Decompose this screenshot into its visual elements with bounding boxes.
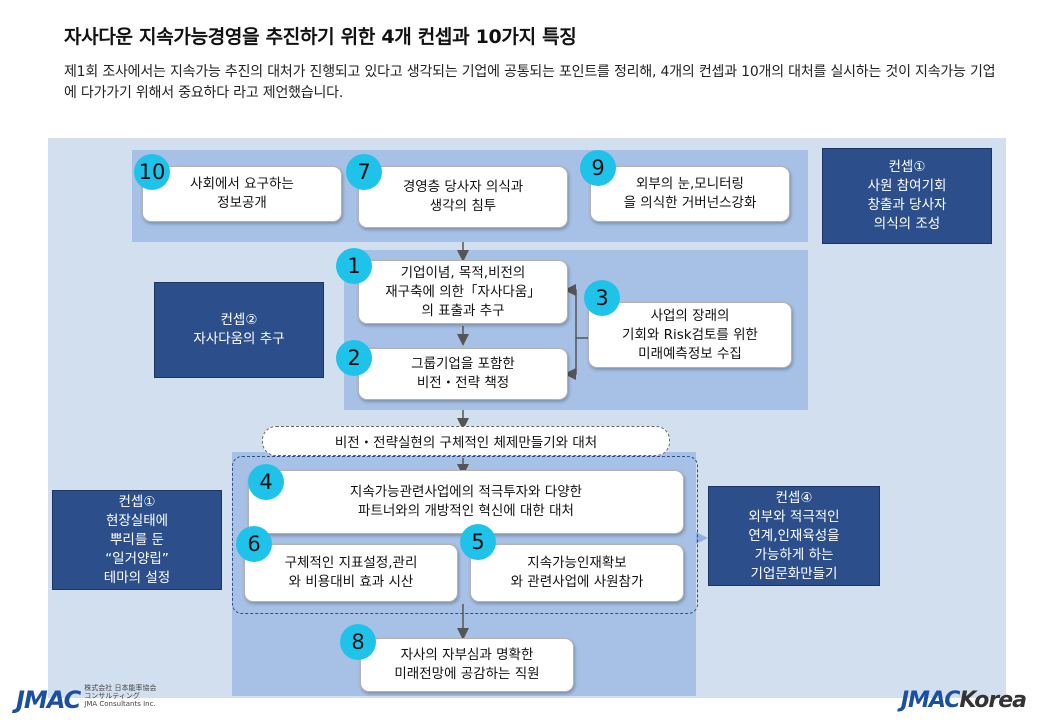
item-5-text: 지속가능인재확보 와 관련사업에 사원참가 [510,555,644,590]
item-4-box: 지속가능관련사업에의 적극투자와 다양한 파트너와의 개방적인 혁신에 대한 대… [248,470,684,534]
jmac-logo-left: JMAC 株式会社 日本能率協会 コンサルティング JMA Consultant… [16,684,157,714]
item-10-text: 사회에서 요구하는 정보공개 [190,176,294,211]
jmac-korea-logo-a: JMAC [900,688,961,713]
jmac-logo-sub2: コンサルティング [84,692,140,700]
page-title: 자사다운 지속가능경영을 추진하기 위한 4개 컨셉과 10가지 특징 [64,26,577,48]
concept-mid-left-line: 자사다움의 추구 [193,331,285,347]
item-3-box: 사업의 장래의 기회와 Risk검토를 위한 미래예측정보 수집 [588,302,792,368]
item-2-box: 그룹기업을 포함한 비전・전략 책정 [358,348,568,400]
item-7-badge: 7 [346,154,382,190]
concept-bottom-right: 컨셉④ 외부와 적극적인 연계,인재육성을 가능하게 하는 기업문화만들기 [708,486,880,586]
implementation-group [232,456,698,614]
jmac-korea-logo: JMACKorea [900,688,1027,713]
concept-top-right-line: 의식의 조성 [873,216,941,232]
concept-top-right: 컨셉① 사원 참여기회 창출과 당사자 의식의 조성 [822,148,992,244]
concept-top-right-line: 사원 참여기회 [867,178,947,194]
item-6-badge: 6 [236,526,272,562]
concept-bottom-left-line: 뿌리를 둔 [110,531,164,548]
concept-bottom-left-line: 현장실태에 [105,512,169,529]
item-6-box: 구체적인 지표설정,관리 와 비용대비 효과 시산 [244,544,458,602]
concept-top-right-line: 컨셉① [888,159,926,175]
concept-mid-left-line: 컨셉② [220,312,258,328]
item-1-box: 기업이념, 목적,비전의 재구축에 의한「자사다움」 의 표출과 추구 [358,260,568,324]
concept-top-right-line: 창출과 당사자 [867,197,947,213]
item-9-box: 외부의 눈,모니터링 을 의식한 거버넌스강화 [590,166,790,222]
item-5-box: 지속가능인재확보 와 관련사업에 사원참가 [470,544,684,602]
jmac-logo-sub3: JMA Consultants Inc. [84,700,156,708]
concept-bottom-right-line: 가능하게 하는 [754,546,834,563]
item-4-badge: 4 [248,464,284,500]
jmac-logo-subtext: 株式会社 日本能率協会 コンサルティング JMA Consultants Inc… [84,684,156,708]
item-9-badge: 9 [580,150,616,186]
concept-bottom-right-line: 기업문화만들기 [750,565,838,582]
item-1-badge: 1 [336,248,372,284]
item-8-box: 자사의 자부심과 명확한 미래전망에 공감하는 직원 [360,638,574,692]
item-5-badge: 5 [460,524,496,560]
item-3-badge: 3 [584,280,620,316]
item-8-badge: 8 [340,624,376,660]
concept-bottom-left-line: 테마의 설정 [103,569,171,586]
item-7-box: 경영층 당사자 의식과 생각의 침투 [358,166,568,228]
jmac-logo-sub1: 株式会社 日本能率協会 [84,684,157,692]
jmac-logo-mark: JMAC [16,686,81,714]
item-10-box: 사회에서 요구하는 정보공개 [142,166,342,222]
item-3-text: 사업의 장래의 기회와 Risk검토를 위한 미래예측정보 수집 [622,307,758,362]
concept-mid-left: 컨셉② 자사다움의 추구 [154,282,324,378]
item-7-text: 경영층 당사자 의식과 생각의 침투 [402,179,524,214]
jmac-korea-logo-b: Korea [959,688,1027,713]
item-8-text: 자사의 자부심과 명확한 미래전망에 공감하는 직원 [394,647,540,682]
concept-bottom-right-line: 연계,인재육성을 [748,527,840,544]
concept-bottom-right-line: 외부와 적극적인 [748,508,840,525]
item-6-text: 구체적인 지표설정,관리 와 비용대비 효과 시산 [284,555,418,590]
strategy-realization-label: 비전・전략실현의 구체적인 체제만들기와 대처 [262,426,670,456]
item-1-text: 기업이념, 목적,비전의 재구축에 의한「자사다움」 의 표출과 추구 [385,264,541,319]
concept-bottom-left-line: “일거양립” [105,550,169,567]
concept-bottom-left: 컨셉① 현장실태에 뿌리를 둔 “일거양립” 테마의 설정 [52,490,222,590]
item-10-badge: 10 [134,154,170,190]
page-description: 제1회 조사에서는 지속가능 추진의 대처가 진행되고 있다고 생각되는 기업에… [64,64,996,101]
item-2-text: 그룹기업을 포함한 비전・전략 책정 [411,356,515,391]
item-4-text: 지속가능관련사업에의 적극투자와 다양한 파트너와의 개방적인 혁신에 대한 대… [349,484,583,519]
concept-bottom-left-line: 컨셉① [118,493,156,510]
item-9-text: 외부의 눈,모니터링 을 의식한 거버넌스강화 [623,176,757,211]
concept-bottom-right-line: 컨셉④ [775,489,813,506]
item-2-badge: 2 [336,340,372,376]
